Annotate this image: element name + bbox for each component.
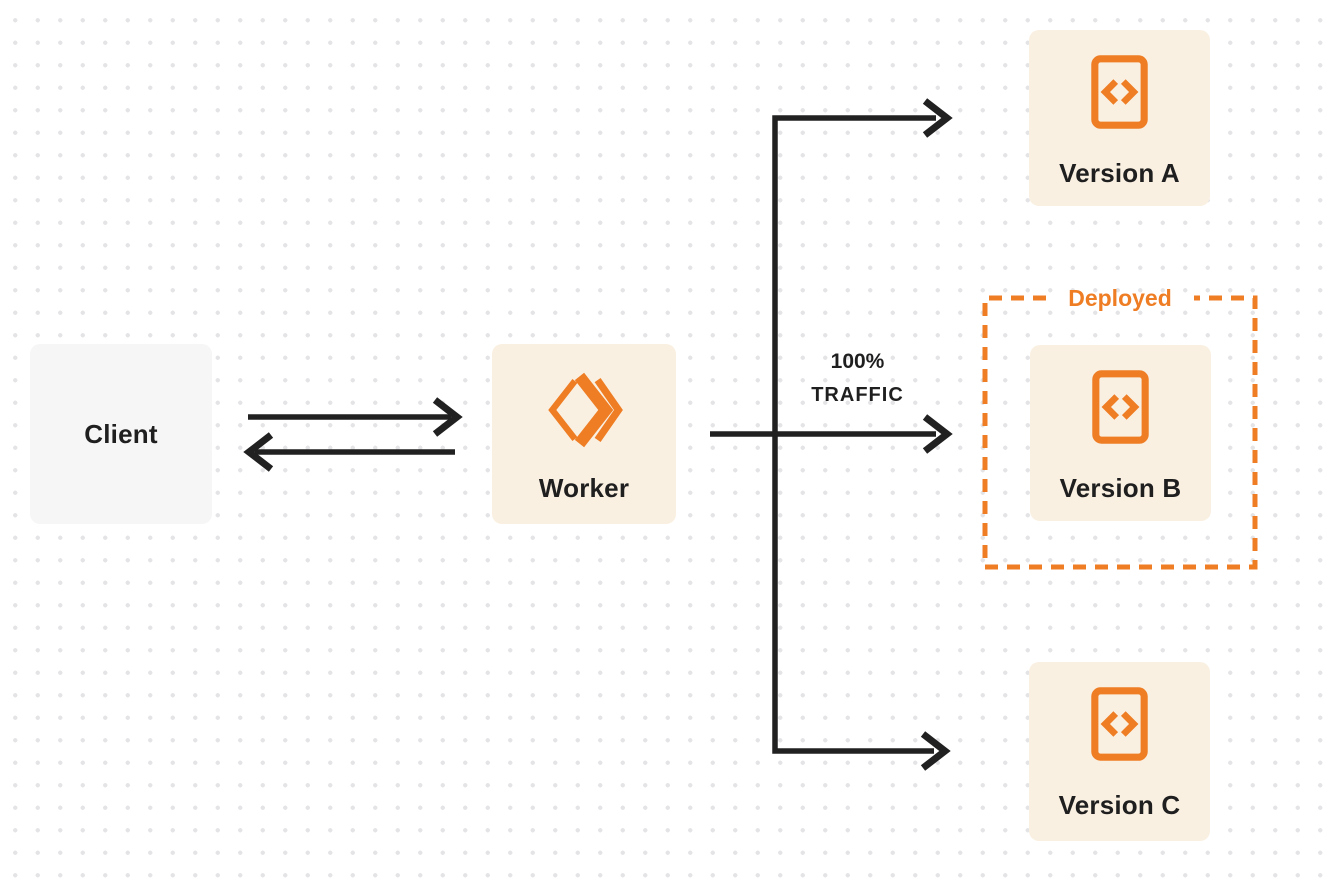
code-file-icon: [1092, 370, 1149, 444]
traffic-percent-text: 100%: [830, 350, 885, 373]
arrow-to-version-c-head: [920, 731, 951, 771]
client-node-label: Client: [84, 419, 158, 449]
arrow-to-version-b-head: [922, 414, 953, 454]
arrow-client-to-worker-head: [432, 397, 463, 437]
arrow-to-version-a-head: [922, 98, 953, 138]
code-file-icon: [1091, 55, 1148, 129]
version-b-node: Version B: [1030, 345, 1211, 521]
version-a-node-label: Version A: [1059, 158, 1180, 188]
arrow-worker-to-client-head: [243, 432, 274, 472]
branch-trunk-line: [772, 115, 936, 754]
version-c-node: Version C: [1029, 662, 1210, 841]
deployed-annotation-label: Deployed: [1068, 285, 1172, 311]
cloudflare-workers-logo-icon: [545, 370, 623, 450]
traffic-annotation: 100% TRAFFIC: [780, 350, 935, 406]
worker-node: Worker: [492, 344, 676, 524]
code-file-icon: [1091, 687, 1148, 761]
worker-node-label: Worker: [538, 473, 630, 503]
traffic-word-text: TRAFFIC: [811, 384, 904, 406]
client-node: Client: [30, 344, 212, 524]
version-a-node: Version A: [1029, 30, 1210, 206]
version-b-node-label: Version B: [1059, 473, 1182, 503]
version-c-node-label: Version C: [1058, 790, 1181, 820]
